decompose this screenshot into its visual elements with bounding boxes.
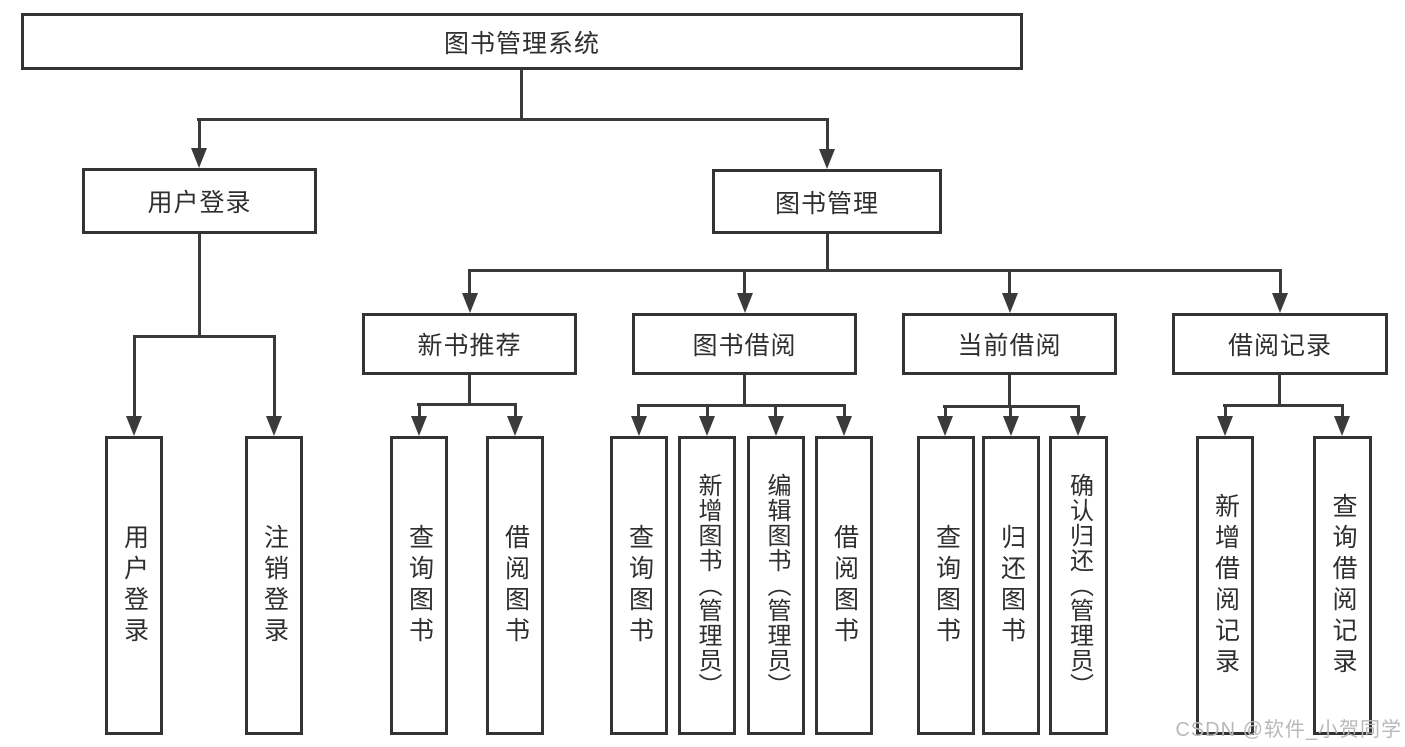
connector-line [1008, 375, 1011, 407]
node-borrow-records-label: 借阅记录 [1227, 332, 1332, 360]
node-new-book-recommend-label: 新书推荐 [417, 332, 522, 360]
leaf-user-login: 用户登录 [105, 436, 163, 735]
arrow-down [631, 416, 647, 436]
leaf-user-login-label: 用户登录 [120, 523, 149, 648]
arrow-down [126, 416, 142, 436]
connector-line [197, 118, 829, 121]
leaf-cb-return-book-label: 归还图书 [997, 523, 1026, 648]
leaf-bb-borrow-book: 借阅图书 [815, 436, 873, 735]
connector-line [1008, 269, 1011, 297]
arrow-down [411, 416, 427, 436]
node-book-borrow: 图书借阅 [632, 313, 857, 375]
leaf-cb-query-book: 查询图书 [917, 436, 975, 735]
connector-line [468, 269, 1282, 272]
connector-line [826, 234, 829, 272]
leaf-nb-borrow-book: 借阅图书 [486, 436, 544, 735]
leaf-br-query-record-label: 查询借阅记录 [1329, 492, 1357, 679]
node-book-borrow-label: 图书借阅 [692, 332, 797, 360]
arrow-down [507, 416, 523, 436]
arrow-down [1334, 416, 1350, 436]
connector-line [774, 404, 777, 421]
node-current-borrow: 当前借阅 [902, 313, 1117, 375]
arrow-down [819, 149, 835, 169]
arrow-down [1272, 293, 1288, 313]
arrow-down [836, 416, 852, 436]
arrow-down [462, 293, 478, 313]
connector-line [514, 403, 517, 421]
leaf-bb-add-book-admin: 新增图书（管理员） [678, 436, 736, 735]
arrow-down [1217, 416, 1233, 436]
connector-line [1077, 405, 1080, 421]
connector-line [1279, 269, 1282, 297]
connector-line [743, 269, 746, 297]
connector-line [1341, 404, 1344, 421]
node-borrow-records: 借阅记录 [1172, 313, 1388, 375]
connector-line [468, 375, 471, 406]
watermark-text: CSDN @软件_小贺同学 [1175, 719, 1402, 741]
connector-line [706, 404, 709, 421]
connector-line [1009, 405, 1012, 421]
node-root: 图书管理系统 [21, 13, 1023, 70]
connector-line [198, 234, 201, 338]
connector-line [418, 403, 421, 421]
leaf-bb-edit-book-admin-label: 编辑图书（管理员） [763, 473, 790, 698]
connector-line [743, 375, 746, 406]
connector-line [637, 404, 846, 407]
leaf-br-query-record: 查询借阅记录 [1313, 436, 1372, 735]
arrow-down [937, 416, 953, 436]
arrow-down [768, 416, 784, 436]
connector-line [637, 404, 640, 421]
leaf-bb-borrow-book-label: 借阅图书 [830, 523, 859, 648]
leaf-nb-borrow-book-label: 借阅图书 [501, 523, 530, 648]
connector-line [1223, 404, 1344, 407]
leaf-bb-add-book-admin-label: 新增图书（管理员） [694, 473, 721, 698]
arrow-down [1003, 416, 1019, 436]
node-root-label: 图书管理系统 [443, 29, 600, 58]
connector-line [843, 404, 846, 421]
arrow-down [266, 416, 282, 436]
arrow-down [699, 416, 715, 436]
connector-line [133, 335, 276, 338]
arrow-down [1002, 293, 1018, 313]
leaf-cb-confirm-return-admin: 确认归还（管理员） [1049, 436, 1108, 735]
connector-line [944, 405, 947, 421]
leaf-cb-query-book-label: 查询图书 [932, 523, 961, 648]
leaf-logout: 注销登录 [245, 436, 303, 735]
node-book-management: 图书管理 [712, 169, 942, 234]
leaf-logout-label: 注销登录 [260, 523, 289, 648]
leaf-br-add-record-label: 新增借阅记录 [1211, 492, 1240, 679]
connector-line [1278, 374, 1281, 406]
connector-line [1224, 404, 1227, 421]
connector-line [198, 118, 201, 152]
leaf-bb-edit-book-admin: 编辑图书（管理员） [747, 436, 805, 735]
node-current-borrow-label: 当前借阅 [957, 332, 1062, 360]
node-user-login-label: 用户登录 [147, 189, 252, 217]
arrow-down [737, 293, 753, 313]
connector-line [468, 269, 471, 297]
leaf-bb-query-book-label: 查询图书 [625, 523, 654, 648]
arrow-down [191, 148, 207, 168]
leaf-br-add-record: 新增借阅记录 [1196, 436, 1254, 735]
leaf-cb-confirm-return-admin-label: 确认归还（管理员） [1065, 473, 1093, 698]
leaf-nb-query-book-label: 查询图书 [405, 523, 434, 648]
connector-line [273, 335, 276, 420]
leaf-bb-query-book: 查询图书 [610, 436, 668, 735]
connector-line [520, 69, 523, 120]
leaf-cb-return-book: 归还图书 [982, 436, 1040, 735]
connector-line [417, 403, 517, 406]
node-book-management-label: 图书管理 [774, 189, 879, 218]
node-new-book-recommend: 新书推荐 [362, 313, 577, 375]
node-user-login: 用户登录 [82, 168, 317, 234]
connector-line [826, 118, 829, 153]
arrow-down [1070, 416, 1086, 436]
connector-line [133, 335, 136, 420]
leaf-nb-query-book: 查询图书 [390, 436, 448, 735]
